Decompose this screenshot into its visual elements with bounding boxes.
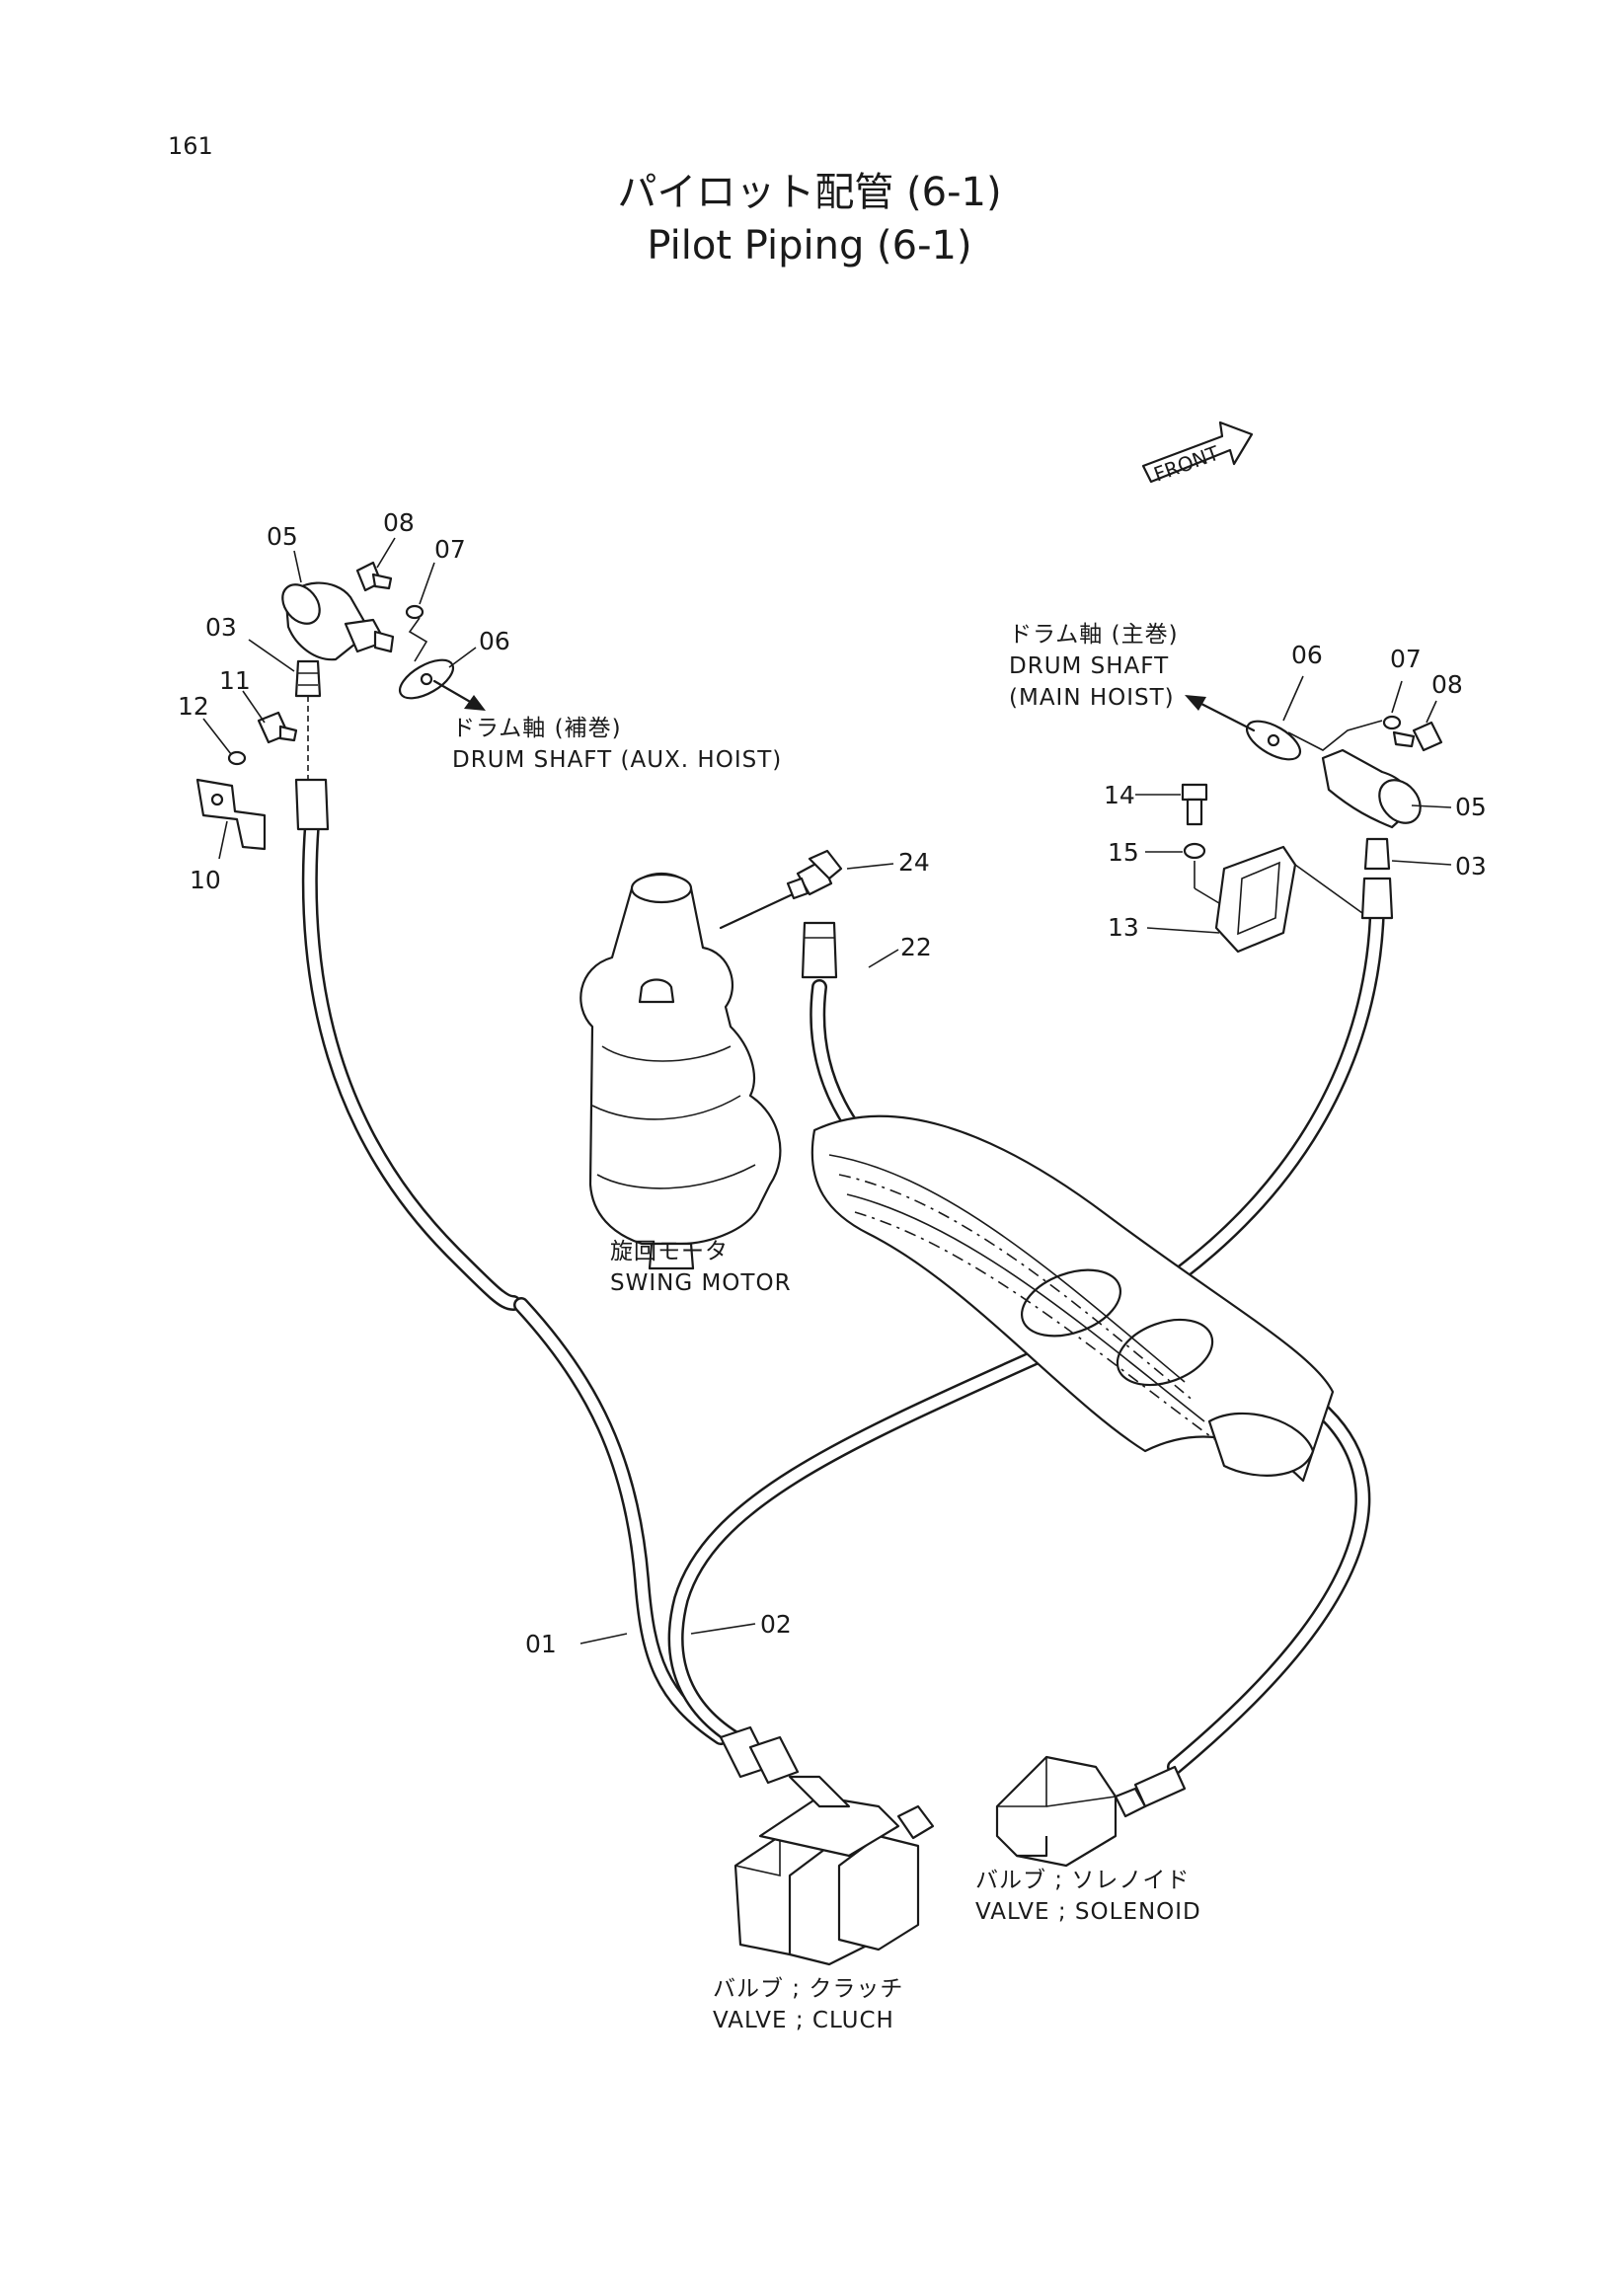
elbow-fitting-24 xyxy=(786,849,843,979)
clutch-valve xyxy=(719,1725,935,1966)
callout-24: 24 xyxy=(898,848,930,877)
callout-13: 13 xyxy=(1108,913,1139,942)
caption-drum-aux-jp: ドラム軸 (補巻) xyxy=(452,716,622,741)
callout-03-left: 03 xyxy=(205,613,237,642)
caption-drum-main-en1: DRUM SHAFT xyxy=(1009,653,1169,679)
caption-drum-main-en2: (MAIN HOIST) xyxy=(1009,685,1175,711)
callout-05-left: 05 xyxy=(267,522,298,551)
callout-06-left: 06 xyxy=(479,627,510,655)
title-english: Pilot Piping (6-1) xyxy=(647,223,971,268)
callout-02: 02 xyxy=(760,1610,792,1639)
front-label: FRONT xyxy=(1151,441,1223,487)
callout-12: 12 xyxy=(178,692,209,721)
callout-01: 01 xyxy=(525,1630,557,1658)
callout-03-right: 03 xyxy=(1455,852,1487,880)
title-japanese: パイロット配管 (6-1) xyxy=(617,170,1001,215)
swing-motor xyxy=(579,872,797,1270)
front-arrow-icon: FRONT xyxy=(1141,421,1254,487)
harness-bundle xyxy=(810,1114,1335,1483)
callout-11: 11 xyxy=(219,666,251,695)
callout-05-right: 05 xyxy=(1455,793,1487,821)
left-drum-assembly xyxy=(195,561,486,851)
caption-swing-en: SWING MOTOR xyxy=(610,1270,792,1296)
callout-08-right: 08 xyxy=(1431,670,1463,699)
callout-15: 15 xyxy=(1108,838,1139,867)
callout-14: 14 xyxy=(1104,781,1135,809)
callout-22: 22 xyxy=(900,933,932,961)
callout-06-right: 06 xyxy=(1291,641,1323,669)
caption-valve-solenoid-jp: バルブ ; ソレノイド xyxy=(975,1868,1190,1893)
caption-drum-aux-en: DRUM SHAFT (AUX. HOIST) xyxy=(452,747,782,773)
callout-07-right: 07 xyxy=(1390,645,1422,673)
caption-valve-clutch-jp: バルブ ; クラッチ xyxy=(713,1976,903,2002)
callout-numbers: 05 08 07 03 06 11 12 10 24 22 06 07 08 1… xyxy=(178,508,1487,1658)
captions: ドラム軸 (補巻) DRUM SHAFT (AUX. HOIST) ドラム軸 (… xyxy=(452,622,1201,2033)
caption-valve-solenoid-en: VALVE ; SOLENOID xyxy=(975,1899,1201,1925)
callout-10: 10 xyxy=(190,866,221,894)
caption-valve-clutch-en: VALVE ; CLUCH xyxy=(713,2008,894,2033)
callout-07-left: 07 xyxy=(434,535,466,564)
solenoid-valve xyxy=(995,1755,1187,1868)
right-drum-assembly xyxy=(1181,695,1443,954)
caption-swing-jp: 旋回モータ xyxy=(610,1239,729,1264)
page-number: 161 xyxy=(168,132,213,160)
caption-drum-main-jp: ドラム軸 (主巻) xyxy=(1009,622,1179,648)
leader-lines xyxy=(202,537,1452,1645)
callout-08-left: 08 xyxy=(383,508,415,537)
